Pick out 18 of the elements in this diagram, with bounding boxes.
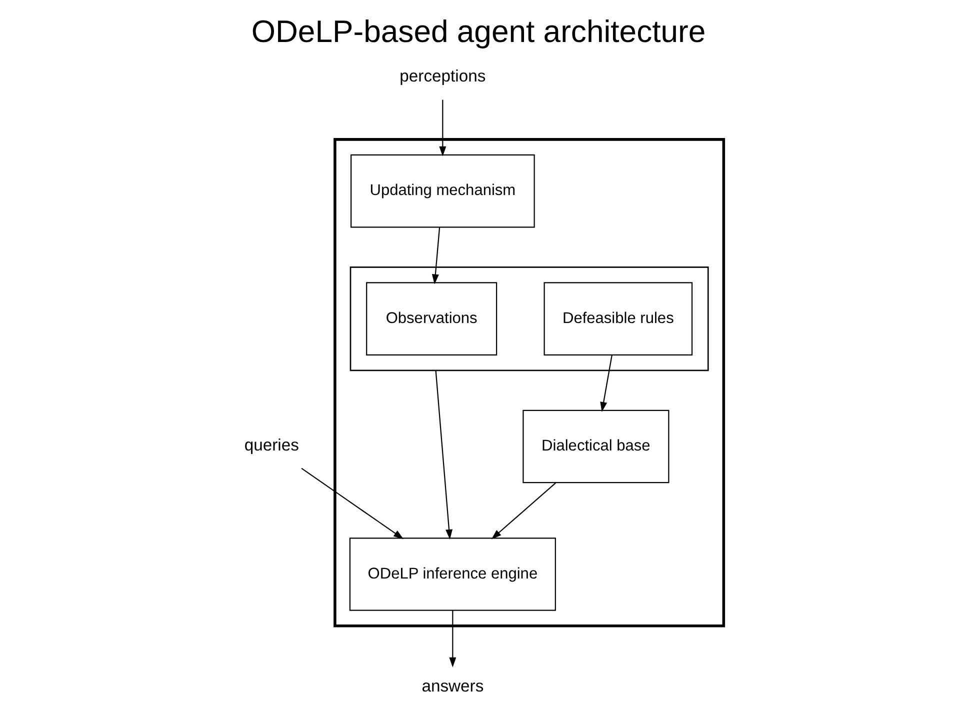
node-box: Observations (366, 282, 497, 356)
node-box: Dialectical base (522, 410, 669, 484)
node-box: Defeasible rules (543, 282, 692, 356)
node-text: queries (244, 435, 298, 454)
arrow (600, 355, 612, 412)
cluster (349, 266, 708, 372)
cluster (333, 138, 725, 628)
arrow (448, 610, 456, 668)
node-text: perceptions (399, 66, 486, 86)
diagram-title: ODeLP-based agent architecture (250, 14, 706, 50)
arrow (431, 227, 440, 284)
arrow (438, 100, 446, 156)
arrow (434, 370, 452, 540)
arrow (490, 482, 556, 540)
node-box: ODeLP inference engine (348, 538, 556, 611)
node-box: Updating mechanism (350, 154, 534, 228)
arrow (300, 468, 404, 540)
node-text: answers (421, 676, 484, 696)
